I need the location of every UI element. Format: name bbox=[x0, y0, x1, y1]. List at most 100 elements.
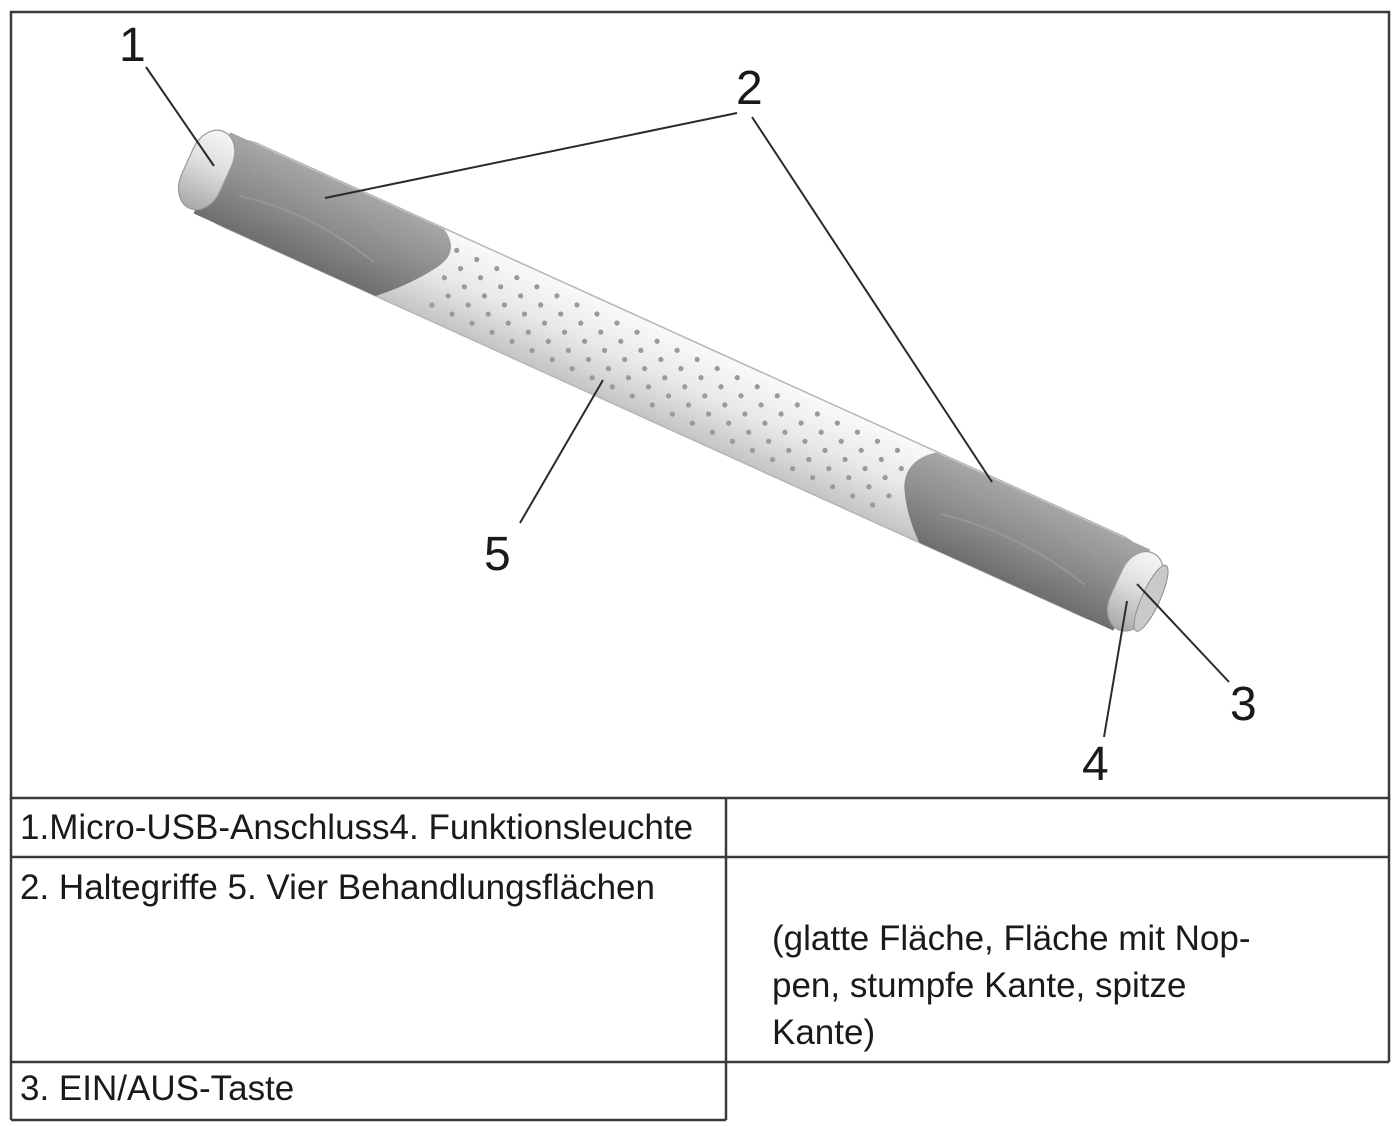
nub-dot bbox=[578, 320, 584, 326]
nub-dot bbox=[858, 447, 864, 453]
nub-dot bbox=[494, 265, 500, 272]
nub-dot bbox=[754, 384, 760, 390]
nub-dot bbox=[746, 429, 752, 435]
nub-dot bbox=[645, 384, 652, 390]
leader-2a bbox=[324, 112, 738, 199]
nub-dot bbox=[674, 347, 680, 353]
nub-dot bbox=[786, 447, 792, 454]
legend-row-2-detail: (glatte Fläche, Fläche mit Nop- pen, stu… bbox=[772, 919, 1251, 1052]
nub-dot bbox=[665, 393, 672, 399]
nub-dot bbox=[529, 347, 535, 354]
nub-dot bbox=[778, 411, 784, 417]
nub-dot bbox=[457, 266, 464, 272]
nub-dot bbox=[709, 429, 716, 435]
callout-5: 5 bbox=[484, 528, 511, 581]
nub-dot bbox=[842, 456, 848, 463]
nub-dot bbox=[862, 465, 868, 472]
nub-dot bbox=[514, 275, 520, 281]
nub-dot bbox=[585, 356, 591, 363]
nub-dot bbox=[569, 366, 575, 372]
nub-dot bbox=[734, 375, 740, 381]
nub-dot bbox=[449, 311, 455, 317]
figure-frame bbox=[9, 10, 1391, 800]
nub-dot bbox=[638, 347, 644, 354]
nub-dot bbox=[769, 456, 776, 463]
leader-2b bbox=[751, 116, 993, 483]
nub-dot bbox=[774, 393, 780, 399]
nub-dot bbox=[521, 311, 528, 317]
nub-dot bbox=[850, 493, 856, 499]
nub-dot bbox=[738, 393, 744, 399]
nub-dot bbox=[669, 411, 675, 417]
callout-1: 1 bbox=[119, 19, 146, 72]
nub-dot bbox=[549, 356, 555, 363]
leader-5 bbox=[519, 379, 604, 524]
nub-dot bbox=[685, 402, 692, 408]
nub-dot bbox=[609, 384, 615, 390]
nub-dot bbox=[718, 384, 724, 390]
nub-dot bbox=[534, 284, 540, 290]
leader-4 bbox=[1103, 600, 1128, 738]
nub-dot bbox=[649, 402, 655, 408]
legend-row-3: 3. EIN/AUS-Taste bbox=[20, 1069, 295, 1108]
nub-dot bbox=[729, 438, 736, 444]
nub-dot bbox=[441, 275, 447, 281]
leader-3 bbox=[1136, 583, 1230, 683]
nub-dot bbox=[742, 411, 748, 417]
nub-dot bbox=[485, 311, 491, 317]
nub-dot bbox=[830, 484, 836, 490]
nub-dot bbox=[846, 475, 852, 481]
nub-dot bbox=[518, 293, 524, 299]
leader-1 bbox=[145, 66, 215, 167]
legend-table bbox=[9, 798, 1391, 1122]
nub-dot bbox=[625, 375, 632, 381]
nub-surface bbox=[429, 247, 904, 508]
grip-left bbox=[193, 132, 452, 296]
nub-dot bbox=[814, 411, 820, 417]
nub-dot bbox=[489, 329, 495, 335]
nub-dot bbox=[602, 347, 608, 354]
nub-dot bbox=[509, 338, 515, 344]
nub-dot bbox=[541, 320, 548, 326]
nub-dot bbox=[618, 338, 624, 344]
nub-dot bbox=[894, 447, 901, 453]
nub-dot bbox=[826, 466, 832, 472]
nub-dot bbox=[822, 447, 828, 454]
nub-dot bbox=[689, 420, 695, 426]
nub-dot bbox=[498, 284, 504, 290]
nub-dot bbox=[682, 384, 688, 390]
massage-stick bbox=[177, 129, 1169, 632]
nub-dot bbox=[481, 293, 487, 299]
nub-dot bbox=[654, 338, 660, 344]
nub-dot bbox=[634, 329, 640, 335]
nub-dot bbox=[525, 329, 531, 335]
nub-dot bbox=[886, 493, 892, 499]
nub-dot bbox=[794, 402, 800, 408]
nub-dot bbox=[722, 402, 728, 408]
nub-dot bbox=[782, 429, 788, 435]
nub-dot bbox=[834, 420, 840, 426]
callout-4: 4 bbox=[1082, 738, 1109, 791]
nub-dot bbox=[629, 393, 635, 399]
nub-dot bbox=[810, 475, 816, 481]
nub-dot bbox=[474, 256, 480, 263]
grip-right-texture bbox=[940, 485, 1098, 586]
callout-3: 3 bbox=[1230, 678, 1257, 731]
nub-dot bbox=[545, 338, 551, 344]
nub-dot bbox=[589, 375, 595, 381]
nub-dot bbox=[838, 438, 844, 444]
nub-dot bbox=[461, 284, 467, 290]
nub-dot bbox=[614, 320, 620, 326]
nub-dot bbox=[658, 356, 664, 363]
nub-dot bbox=[766, 438, 772, 444]
callout-2: 2 bbox=[736, 62, 763, 115]
nub-dot bbox=[477, 275, 484, 281]
nub-dot bbox=[598, 329, 604, 335]
nub-dot bbox=[758, 402, 764, 408]
nub-dot bbox=[706, 411, 712, 417]
nub-dot bbox=[554, 293, 560, 299]
nub-dot bbox=[789, 466, 796, 472]
nub-dot bbox=[594, 311, 600, 317]
nub-dot bbox=[465, 302, 471, 308]
